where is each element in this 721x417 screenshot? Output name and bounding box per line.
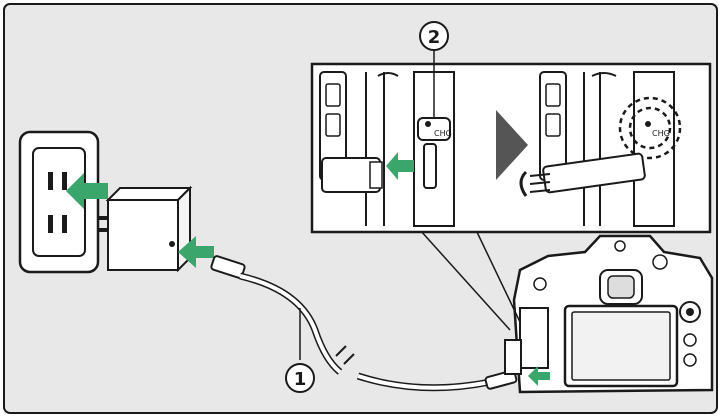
charge-lamp-glow <box>618 96 682 160</box>
plug-in-arrow-camera <box>528 366 550 386</box>
play-arrow-icon <box>496 110 528 180</box>
step-1-label: 1 <box>294 369 307 390</box>
chg-label-left: CHG <box>434 129 452 138</box>
zoom-callout-line-2 <box>475 229 521 323</box>
camera-icon <box>504 234 714 394</box>
wall-outlet-icon <box>18 130 100 274</box>
step-1-callout: 1 <box>285 363 315 393</box>
usb-cable-icon <box>210 255 518 392</box>
charge-lamp-icon-left <box>425 121 431 127</box>
plug-in-arrow-inset <box>386 152 414 180</box>
chg-label-right: CHG <box>652 129 670 138</box>
charge-lamp-icon-right <box>645 121 651 127</box>
plug-in-arrow-outlet <box>66 173 108 209</box>
zoom-callout-lines <box>419 229 511 331</box>
inset-detail-panel: CHG CHG <box>310 62 712 234</box>
step-2-callout: 2 <box>419 21 449 118</box>
step-2-label: 2 <box>428 27 441 48</box>
plug-in-arrow-adapter <box>178 236 214 268</box>
inset-right-port-view: CHG <box>519 71 682 227</box>
ac-adapter-icon <box>98 185 193 273</box>
